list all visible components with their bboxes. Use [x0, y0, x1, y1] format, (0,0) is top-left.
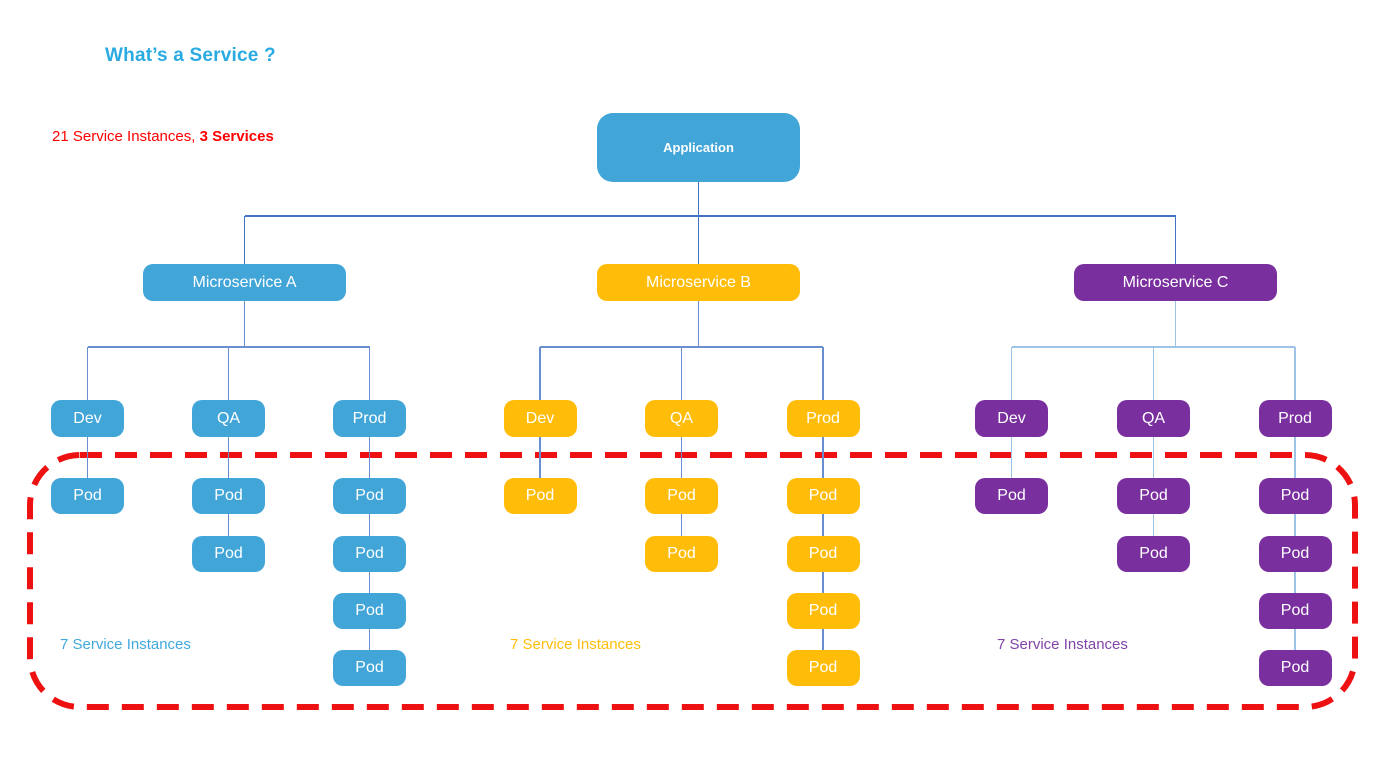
application-connector	[697, 182, 700, 216]
env-node-a-qa: QA	[192, 400, 265, 437]
tier1-drop-connector	[243, 216, 246, 264]
tier2-drop-connector-b	[539, 347, 541, 400]
pod-node-b-prod-3: Pod	[786, 593, 860, 629]
tier2-drop-connector-c	[1294, 347, 1296, 400]
pod-node-b-qa-1: Pod	[645, 478, 718, 514]
env-pod-connector-c	[1152, 437, 1155, 478]
summary-bold: 3 Services	[199, 128, 274, 145]
pod-node-c-qa-1: Pod	[1117, 478, 1190, 514]
pod-pod-connector-b	[680, 514, 683, 536]
pod-pod-connector-a	[227, 514, 230, 536]
pod-pod-connector-a	[368, 514, 371, 536]
pod-node-b-prod-4: Pod	[786, 650, 860, 686]
pod-node-b-prod-2: Pod	[786, 536, 860, 572]
microservice-a-connector	[243, 301, 246, 347]
env-node-a-prod: Prod	[333, 400, 406, 437]
tier1-horizontal-connector	[244, 215, 1176, 217]
tier2-drop-connector-b	[822, 347, 824, 400]
tier2-drop-connector-a	[227, 347, 230, 400]
instances-label-b: 7 Service Instances	[510, 636, 641, 653]
microservice-node-a: Microservice A	[143, 264, 346, 301]
pod-pod-connector-c	[1294, 514, 1296, 536]
env-node-c-qa: QA	[1117, 400, 1190, 437]
env-pod-connector-b	[539, 437, 541, 478]
pod-node-b-dev-1: Pod	[503, 478, 577, 514]
microservice-c-connector	[1174, 301, 1177, 347]
pod-node-c-prod-1: Pod	[1258, 478, 1332, 514]
pod-node-a-prod-3: Pod	[333, 593, 406, 629]
env-pod-connector-c	[1010, 437, 1013, 478]
env-node-b-prod: Prod	[786, 400, 860, 437]
pod-node-c-prod-2: Pod	[1258, 536, 1332, 572]
pod-node-a-prod-2: Pod	[333, 536, 406, 572]
tier2-drop-connector-c	[1010, 347, 1013, 400]
pod-node-c-dev-1: Pod	[975, 478, 1048, 514]
env-node-c-dev: Dev	[975, 400, 1048, 437]
tier2-drop-connector-b	[680, 347, 683, 400]
pod-pod-connector-a	[368, 572, 371, 593]
pod-node-a-qa-1: Pod	[192, 478, 265, 514]
application-node: Application	[597, 113, 800, 182]
summary-text: 21 Service Instances, 3 Services	[52, 128, 274, 145]
pod-node-a-dev-1: Pod	[51, 478, 124, 514]
tier1-drop-connector	[1174, 216, 1177, 264]
pod-node-b-prod-1: Pod	[786, 478, 860, 514]
env-pod-connector-a	[227, 437, 230, 478]
pod-pod-connector-b	[822, 629, 824, 650]
summary-prefix: 21 Service Instances,	[52, 128, 200, 145]
pod-pod-connector-b	[822, 514, 824, 536]
tier2-drop-connector-a	[368, 347, 371, 400]
pod-node-c-prod-3: Pod	[1258, 593, 1332, 629]
microservice-node-b: Microservice B	[597, 264, 800, 301]
page-title: What’s a Service ?	[105, 45, 276, 66]
tier2-drop-connector-c	[1152, 347, 1155, 400]
pod-node-c-qa-2: Pod	[1117, 536, 1190, 572]
env-pod-connector-a	[86, 437, 89, 478]
env-node-b-qa: QA	[645, 400, 718, 437]
pod-node-a-prod-1: Pod	[333, 478, 406, 514]
pod-pod-connector-c	[1152, 514, 1155, 536]
tier1-drop-connector	[697, 216, 700, 264]
pod-node-a-prod-4: Pod	[333, 650, 406, 686]
pod-pod-connector-a	[368, 629, 371, 650]
env-pod-connector-c	[1294, 437, 1296, 478]
env-pod-connector-b	[680, 437, 683, 478]
env-node-a-dev: Dev	[51, 400, 124, 437]
env-pod-connector-b	[822, 437, 824, 478]
microservice-b-connector	[697, 301, 700, 347]
env-pod-connector-a	[368, 437, 371, 478]
env-node-b-dev: Dev	[503, 400, 577, 437]
pod-node-a-qa-2: Pod	[192, 536, 265, 572]
instances-label-c: 7 Service Instances	[997, 636, 1128, 653]
pod-pod-connector-c	[1294, 572, 1296, 593]
pod-node-b-qa-2: Pod	[645, 536, 718, 572]
microservice-node-c: Microservice C	[1074, 264, 1277, 301]
instances-label-a: 7 Service Instances	[60, 636, 191, 653]
pod-node-c-prod-4: Pod	[1258, 650, 1332, 686]
pod-pod-connector-b	[822, 572, 824, 593]
tier2-drop-connector-a	[86, 347, 89, 400]
pod-pod-connector-c	[1294, 629, 1296, 650]
env-node-c-prod: Prod	[1258, 400, 1332, 437]
